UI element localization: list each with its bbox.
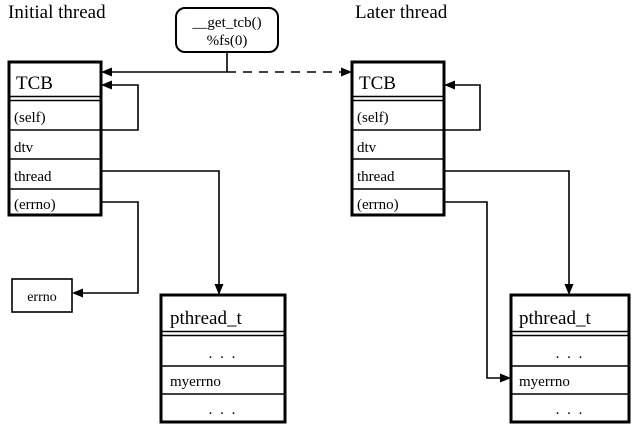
pthread-left-field-dots-bottom: . . .: [209, 402, 238, 418]
tcb-right-field-self: (self): [357, 110, 389, 126]
fs-line-right-arrowhead: [341, 67, 352, 77]
errno-box-rect: [11, 278, 73, 313]
tcb-right-field-dtv: dtv: [357, 140, 377, 156]
tcb-left-thread-pointer-arrowhead: [214, 284, 224, 295]
get-tcb-callout-line1: __get_tcb(): [191, 15, 261, 31]
pthread-left-field-dots-top: . . .: [209, 346, 238, 362]
tcb-left-field-thread: thread: [14, 169, 52, 185]
tcb-left-self-pointer-arrowhead: [101, 80, 112, 90]
pthread-left-title: pthread_t: [170, 308, 242, 329]
pthread-right-field-dots-top: . . .: [556, 346, 585, 362]
get-tcb-callout-line2: %fs(0): [207, 33, 248, 49]
tcb-right-errno-pointer-arrowhead: [500, 373, 511, 383]
pthread-left-field-myerrno: myerrno: [170, 374, 221, 390]
errno-box: errno: [11, 278, 73, 313]
tcb-right-title: TCB: [359, 73, 396, 94]
tcb-right-struct: TCB (self) dtv thread (errno): [350, 60, 446, 217]
tcb-left-errno-pointer-connector: [79, 201, 139, 294]
tcb-left-title: TCB: [16, 73, 53, 94]
tcb-right-thread-pointer-connector: [444, 170, 570, 288]
tcb-left-field-self: (self): [14, 110, 46, 126]
pthread-right-box: [509, 293, 631, 424]
pthread-right-field-myerrno: myerrno: [519, 374, 570, 390]
pthread-right-struct: pthread_t . . . myerrno . . .: [509, 293, 631, 424]
tcb-left-field-errno: (errno): [14, 197, 56, 213]
tcb-right-self-pointer-arrowhead: [444, 80, 455, 90]
tcb-left-field-dtv: dtv: [14, 140, 34, 156]
tcb-left-thread-pointer-connector: [101, 170, 220, 288]
fs-line-left-arrowhead: [101, 67, 112, 77]
heading-initial-thread: Initial thread: [8, 2, 106, 23]
tcb-right-errno-pointer-connector: [444, 201, 504, 379]
tcb-left-struct: TCB (self) dtv thread (errno): [7, 60, 103, 217]
get-tcb-callout: __get_tcb() %fs(0): [175, 7, 279, 53]
tcb-right-field-thread: thread: [357, 169, 395, 185]
tcb-left-errno-pointer-arrowhead: [72, 288, 83, 298]
pthread-left-box: [159, 293, 287, 424]
pthread-left-struct: pthread_t . . . myerrno . . .: [159, 293, 287, 424]
tcb-right-self-pointer-connector: [444, 84, 481, 131]
tcb-right-field-errno: (errno): [357, 197, 399, 213]
tcb-left-self-pointer-connector: [101, 84, 139, 131]
heading-later-thread: Later thread: [355, 2, 448, 23]
errno-box-label: errno: [27, 290, 57, 305]
pthread-right-title: pthread_t: [519, 308, 591, 329]
tcb-right-thread-pointer-arrowhead: [564, 284, 574, 295]
pthread-right-field-dots-bottom: . . .: [556, 402, 585, 418]
